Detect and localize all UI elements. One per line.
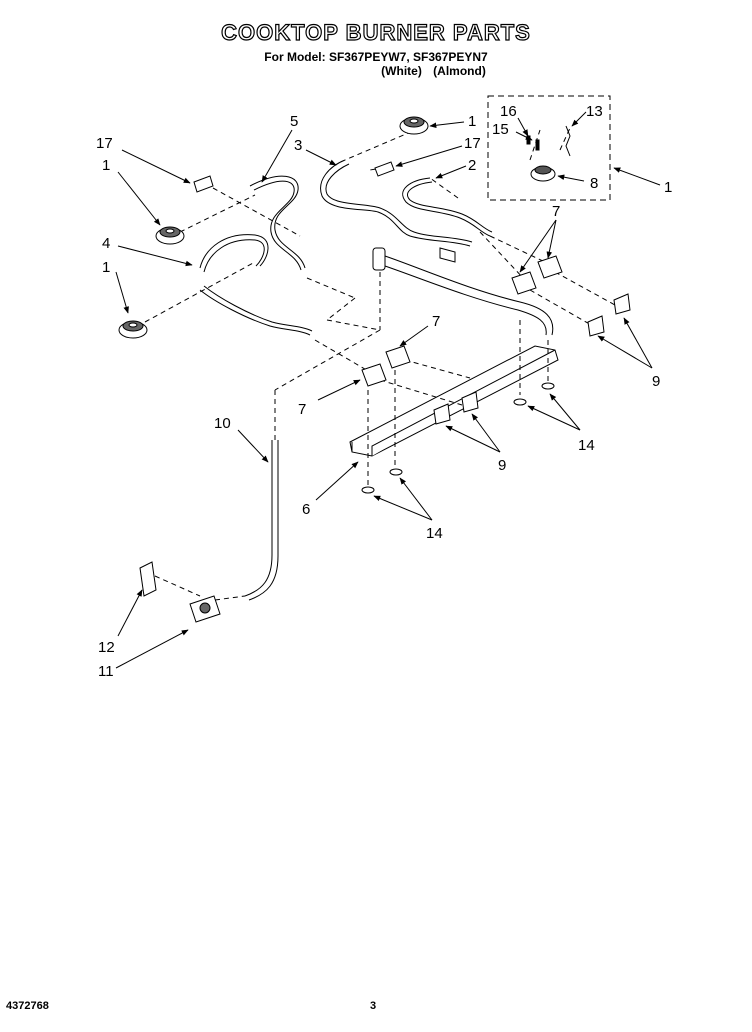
callout-11: 11 [98,663,114,680]
callout-1-inset: 1 [664,179,672,196]
burner-orifice-fittings [361,255,563,387]
burner-inset [526,125,571,182]
callout-7-right: 7 [552,203,560,220]
callout-17-right: 17 [464,135,481,152]
part-number: 4372768 [6,1000,49,1012]
callout-8: 8 [590,175,598,192]
callout-13: 13 [586,103,603,120]
color-options: (White) (Almond) [0,64,752,78]
inset-box [487,95,611,201]
callout-9-center: 9 [498,457,506,474]
bracket-17-left [193,175,214,193]
callout-3: 3 [294,137,302,154]
callout-12: 12 [98,639,115,656]
callout-4: 4 [102,235,110,252]
callout-5: 5 [290,113,298,130]
callout-17-left: 17 [96,135,113,152]
page-title: COOKTOP BURNER PARTS [221,19,531,45]
callout-labels: 17 1 4 1 5 3 1 17 2 16 15 13 8 1 7 7 7 9… [96,103,672,680]
regulator-bracket [139,561,157,597]
callout-arrows [115,111,661,669]
callout-14-center: 14 [426,525,443,542]
model-header: For Model: SF367PEYW7, SF367PEYN7 [264,50,488,64]
manifold-bar [349,345,559,457]
manifold-pipe [372,247,554,336]
burner-valves [433,293,631,425]
regulator-valve [189,595,221,623]
surface-burner-left-lower [118,320,148,339]
callout-1-left-upper: 1 [102,157,110,174]
option-white: (White) [381,64,422,78]
model-subtitle: For Model: SF367PEYW7, SF367PEYN7 (White… [0,50,752,78]
callout-1-top: 1 [468,113,476,130]
callout-7-left: 7 [298,401,306,418]
callout-7-center: 7 [432,313,440,330]
gas-tubes [199,159,493,601]
callout-1-left-lower: 1 [102,259,110,276]
page-number: 3 [370,1000,377,1012]
callout-16: 16 [500,103,517,120]
surface-burner-left-upper [155,226,185,245]
surface-burner-top [399,116,429,135]
callout-9-right: 9 [652,373,660,390]
bracket-17-right [374,161,395,177]
callout-15: 15 [492,121,509,138]
mounting-screws [361,382,555,494]
option-almond: (Almond) [433,64,486,78]
callout-10: 10 [214,415,231,432]
callout-6: 6 [302,501,310,518]
callout-2: 2 [468,157,476,174]
callout-14-right: 14 [578,437,595,454]
